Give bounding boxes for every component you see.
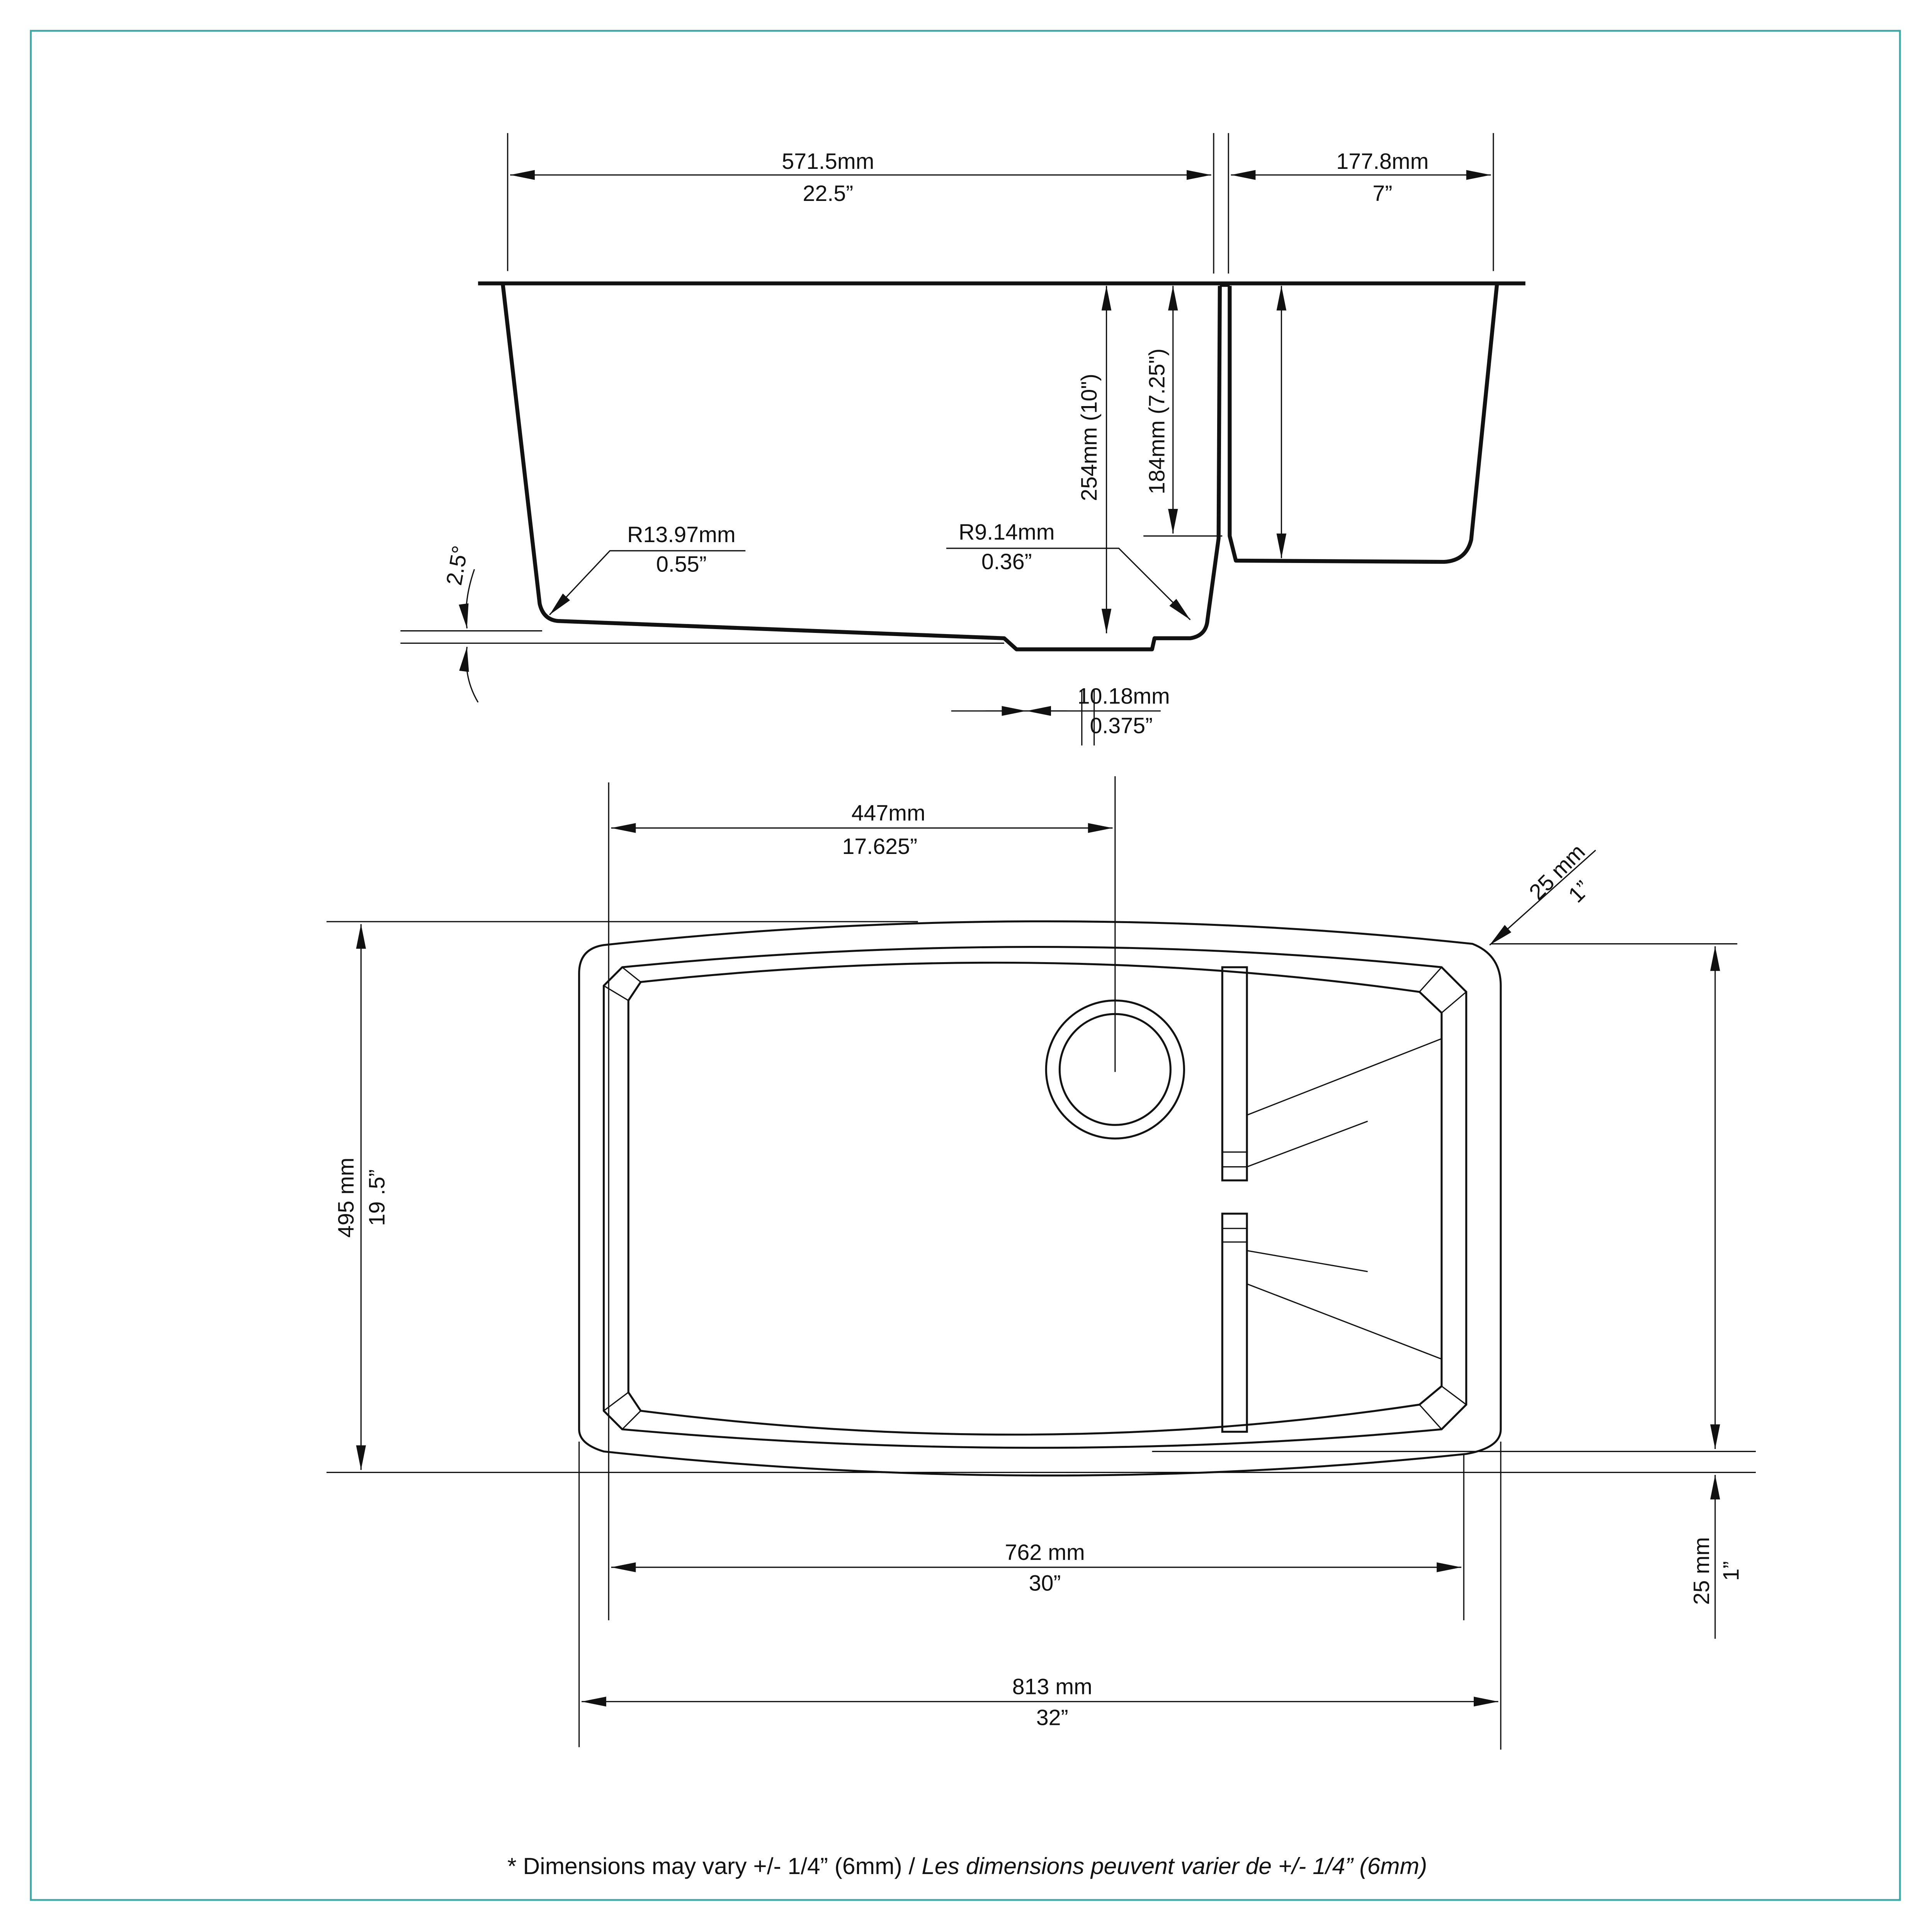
depth-small-label: 184mm (7.25") (1145, 349, 1169, 495)
depth-main-label: 254mm (10") (1077, 374, 1102, 501)
radius-right-mm: R9.14mm (959, 520, 1055, 545)
slope-angle-label: 2.5° (442, 544, 473, 587)
outer-width-mm: 813 mm (1012, 1675, 1092, 1699)
corner-rim-in: 1” (1564, 876, 1595, 907)
drain-step-mm: 10.18mm (1078, 684, 1170, 709)
radius-right-in: 0.36” (981, 549, 1032, 574)
width-main-in: 22.5” (803, 181, 853, 206)
front-rim-mm: 25 mm (1689, 1537, 1714, 1605)
sink-profile (478, 281, 1526, 651)
depth-mm: 495 mm (334, 1158, 359, 1238)
sink-outer-rim (578, 920, 1502, 1477)
radius-left-mm: R13.97mm (627, 522, 736, 547)
footnote: * Dimensions may vary +/- 1/4” (6mm) / L… (507, 1853, 1427, 1879)
outer-width-in: 32” (1036, 1705, 1068, 1730)
inner-width-in: 30” (1029, 1571, 1061, 1596)
depth-in: 19 .5” (365, 1169, 389, 1226)
sink-basin (627, 961, 1443, 1436)
width-small-mm: 177.8mm (1336, 149, 1429, 174)
inner-width-mm: 762 mm (1005, 1540, 1085, 1565)
plan-view: 447mm 17.625” 495 mm 19 .5” 25 mm 1” 25 … (327, 776, 1756, 1750)
width-small-in: 7” (1372, 181, 1392, 206)
drain-step-in: 0.375” (1090, 713, 1153, 738)
frame-border (30, 30, 1901, 1901)
section-view: 571.5mm 22.5” 177.8mm 7” 254mm (10") 184… (400, 133, 1526, 746)
drain-offset-in: 17.625” (842, 834, 917, 859)
sink-inner-rim (602, 946, 1468, 1449)
divider (1221, 966, 1442, 1433)
footnote-english: * Dimensions may vary +/- 1/4” (6mm) / (507, 1853, 922, 1879)
radius-left-in: 0.55” (656, 552, 707, 577)
footnote-french: Les dimensions peuvent varier de +/- 1/4… (922, 1853, 1427, 1879)
front-rim-in: 1” (1719, 1561, 1743, 1581)
width-main-mm: 571.5mm (782, 149, 874, 174)
drain-offset-mm: 447mm (851, 801, 925, 826)
